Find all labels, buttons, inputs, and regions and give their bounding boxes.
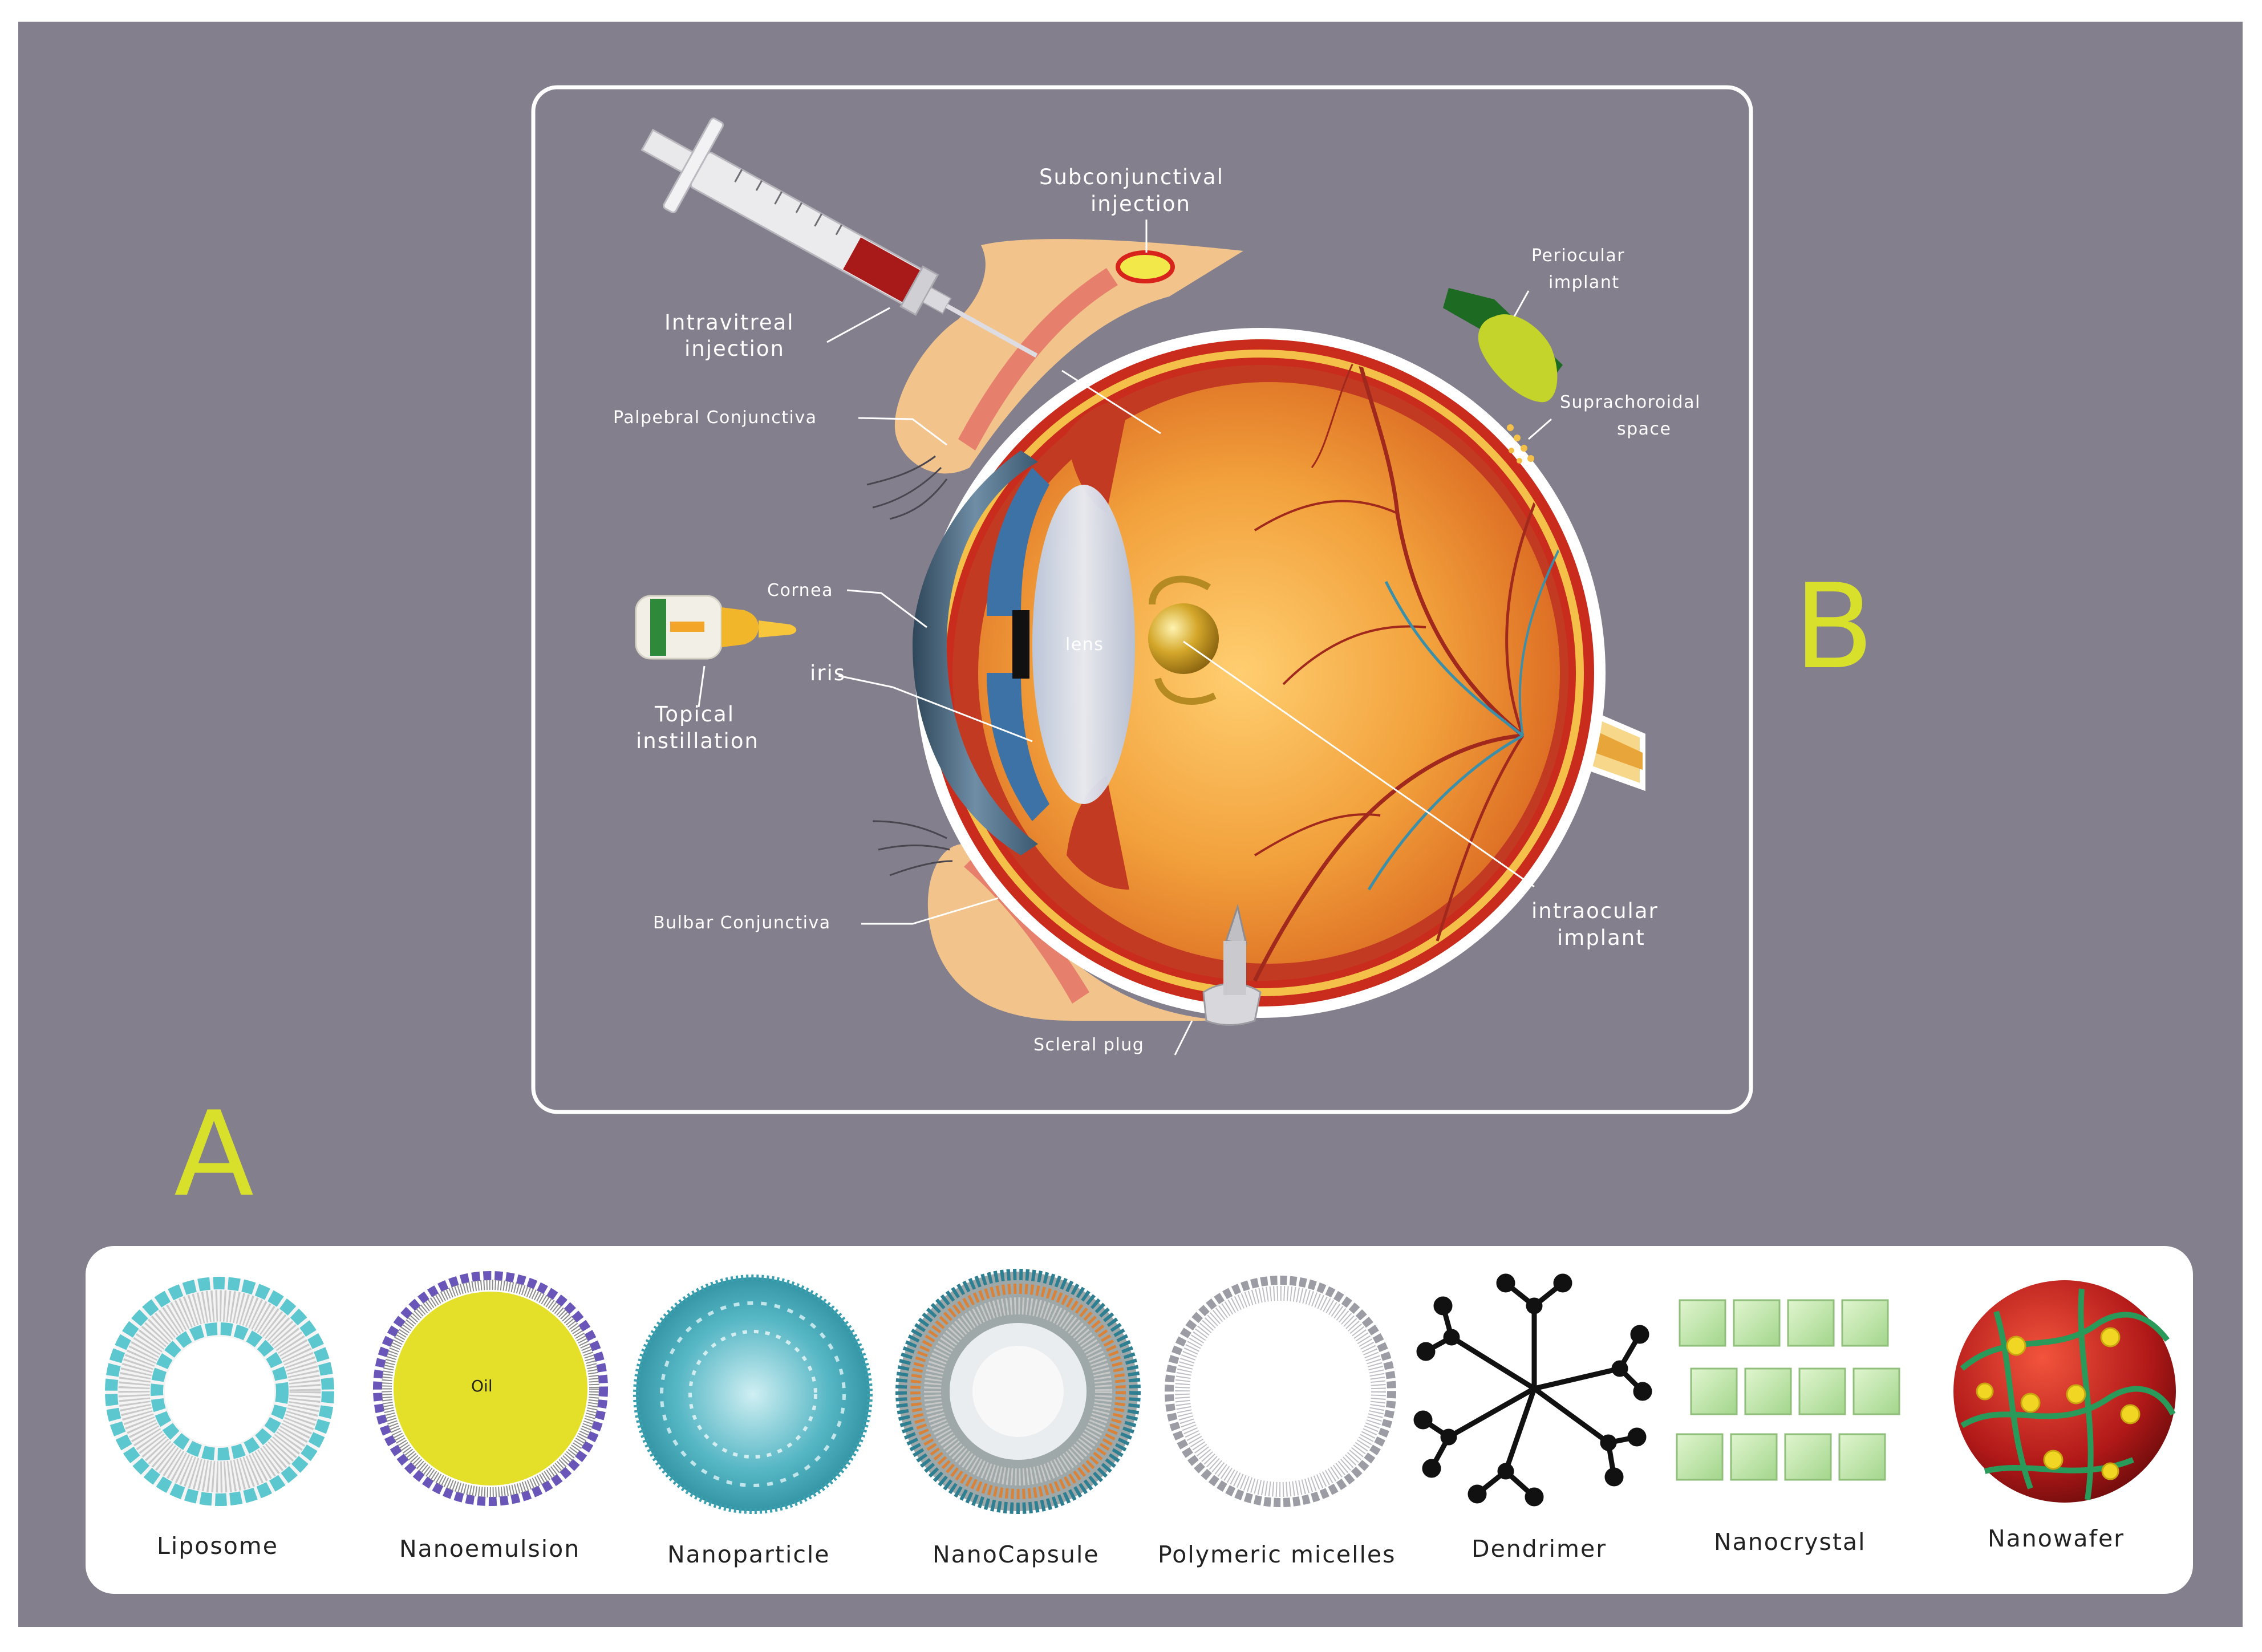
eye-drop-bottle-icon <box>635 595 797 660</box>
label-nanocrystal: Nanocrystal <box>1714 1528 1866 1556</box>
dendrimer-icon <box>1413 1273 1652 1507</box>
ciliary-body-upper <box>1067 399 1129 513</box>
label-oil: Oil <box>471 1377 493 1395</box>
nanowafer-icon <box>1953 1280 2176 1503</box>
suprachoroidal-space-dots <box>1507 424 1534 464</box>
polymeric-micelles-icon <box>1165 1276 1396 1507</box>
label-periocular-1: Periocular <box>1531 246 1625 266</box>
label-nanowafer: Nanowafer <box>1988 1525 2125 1552</box>
label-intraocular-1: intraocular <box>1531 899 1659 923</box>
label-liposome: Liposome <box>157 1532 278 1560</box>
nanoparticle-icon <box>633 1274 873 1514</box>
label-topical-2: instillation <box>636 729 759 753</box>
subconjunctival-depot <box>1116 250 1175 283</box>
panel-b: lens <box>531 85 1753 1114</box>
panel-letter-a: A <box>174 1087 254 1223</box>
iris <box>987 468 1049 616</box>
label-periocular-2: implant <box>1548 273 1620 293</box>
label-intravitreal-2: injection <box>684 336 785 361</box>
upper-eyelid-inner <box>958 268 1118 450</box>
lens <box>1032 485 1135 804</box>
periocular-implant <box>1478 314 1558 403</box>
syringe-icon <box>641 117 1038 358</box>
retinal-vessels <box>1252 353 1564 982</box>
eyelashes <box>866 455 953 876</box>
label-palpebral: Palpebral Conjunctiva <box>613 408 817 428</box>
label-nanoparticle: Nanoparticle <box>667 1541 830 1568</box>
cornea <box>913 450 1038 855</box>
label-intraocular-2: implant <box>1557 926 1645 950</box>
panel-b-frame <box>531 85 1753 1114</box>
panel-a: Liposome Oil Nanoemulsion Nanoparticle N… <box>86 1246 2193 1594</box>
liposome-icon <box>105 1277 334 1506</box>
label-subconjunctival-1: Subconjunctival <box>1039 165 1224 189</box>
intraocular-implant-haptic-bottom <box>1154 677 1217 705</box>
iris-lower <box>987 673 1049 821</box>
panel-letter-b: B <box>1794 559 1874 695</box>
label-dendrimer: Dendrimer <box>1471 1535 1607 1562</box>
intraocular-implant <box>1148 603 1219 674</box>
label-suprachoroidal-1: Suprachoroidal <box>1560 392 1701 412</box>
label-suprachoroidal-2: space <box>1617 419 1672 439</box>
intraocular-implant-haptic-top <box>1149 575 1211 605</box>
panel-a-box <box>86 1246 2193 1594</box>
label-scleral-plug: Scleral plug <box>1033 1035 1144 1055</box>
label-bulbar: Bulbar Conjunctiva <box>653 913 831 933</box>
scleral-plug-shaft <box>1223 941 1246 995</box>
ciliary-body-lower <box>1067 776 1129 890</box>
label-nanoemulsion: Nanoemulsion <box>399 1535 580 1562</box>
nanoemulsion-icon: Oil <box>373 1271 608 1506</box>
label-iris: iris <box>810 661 846 685</box>
label-lens: lens <box>1065 635 1104 655</box>
nanocrystal-icon <box>1676 1299 1900 1481</box>
label-intravitreal-1: Intravitreal <box>664 310 794 335</box>
label-subconjunctival-2: injection <box>1091 192 1191 216</box>
label-topical-1: Topical <box>654 702 735 726</box>
label-polymeric-micelles: Polymeric micelles <box>1158 1541 1396 1568</box>
label-nanocapsule: NanoCapsule <box>933 1541 1100 1568</box>
nanocapsule-icon <box>895 1269 1141 1514</box>
vitreous <box>978 382 1560 964</box>
pupil <box>1012 610 1029 679</box>
leader-lines <box>698 220 1552 1056</box>
label-cornea: Cornea <box>767 581 833 600</box>
